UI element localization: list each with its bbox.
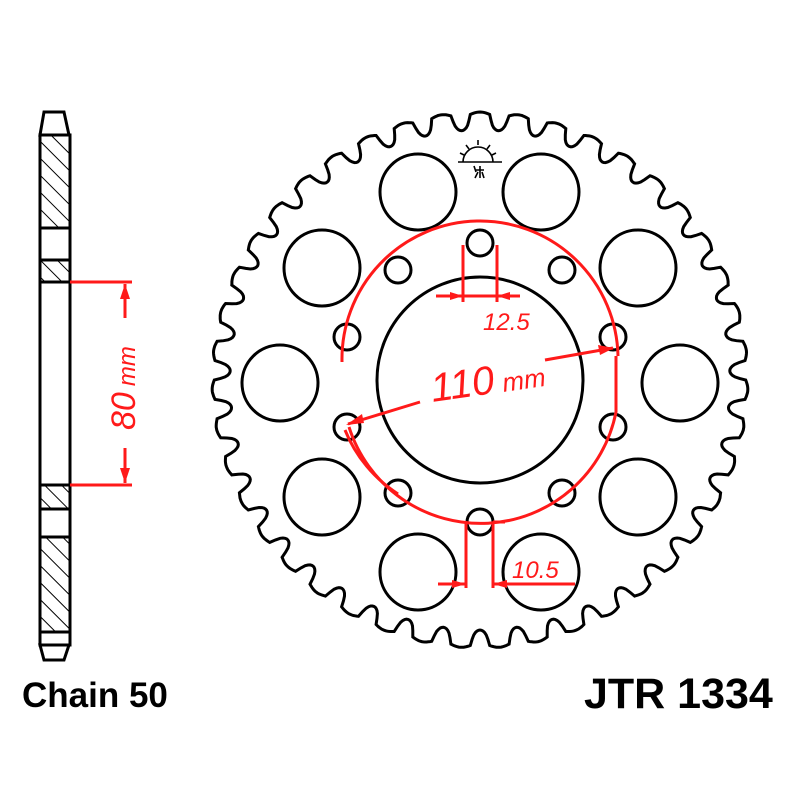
- bolt-hole: [383, 478, 413, 508]
- lightening-hole: [598, 457, 678, 537]
- lightening-hole: [378, 152, 458, 232]
- side-view-hatch-bottom-small: [38, 483, 72, 511]
- bolt-hole-label: 10.5: [512, 557, 559, 584]
- pcd-arc: [340, 219, 620, 363]
- lightening-hole: [282, 457, 362, 537]
- bolt-hole: [547, 478, 577, 508]
- side-view: [38, 110, 72, 662]
- bolt-hole: [383, 255, 413, 285]
- chain-size-label: Chain 50: [22, 676, 168, 715]
- lightening-hole: [501, 532, 581, 612]
- sun-logo-icon: [458, 140, 502, 179]
- lightening-hole: [378, 532, 458, 612]
- lightening-hole: [501, 152, 581, 232]
- arrow-head: [346, 414, 364, 425]
- arrow-head: [598, 345, 614, 355]
- side-view-hatch-top-small: [38, 258, 72, 284]
- slot-width-label: 12.5: [483, 309, 530, 336]
- side-view-dimension: [70, 280, 132, 487]
- bolt-hole: [332, 412, 362, 442]
- side-view-top-tip: [38, 110, 71, 137]
- sprocket-front-view: [210, 110, 750, 649]
- side-view-hatch-bottom: [38, 535, 72, 634]
- part-number-label: JTR 1334: [584, 670, 773, 718]
- bolt-hole: [465, 228, 495, 258]
- lightening-hole: [282, 228, 362, 308]
- lightening-hole: [240, 343, 320, 423]
- lightening-holes: [240, 152, 720, 612]
- lightening-hole: [598, 228, 678, 308]
- center-hole: [375, 275, 585, 485]
- side-view-dimension-label: 80mm: [105, 346, 143, 430]
- side-view-bottom-tip: [38, 643, 72, 662]
- lightening-hole: [640, 343, 720, 423]
- side-view-hatch-top: [38, 133, 72, 230]
- gear-outline: [210, 110, 750, 649]
- bolt-hole: [547, 255, 577, 285]
- front-view-dimensions: [340, 219, 620, 588]
- bolt-hole: [598, 412, 628, 442]
